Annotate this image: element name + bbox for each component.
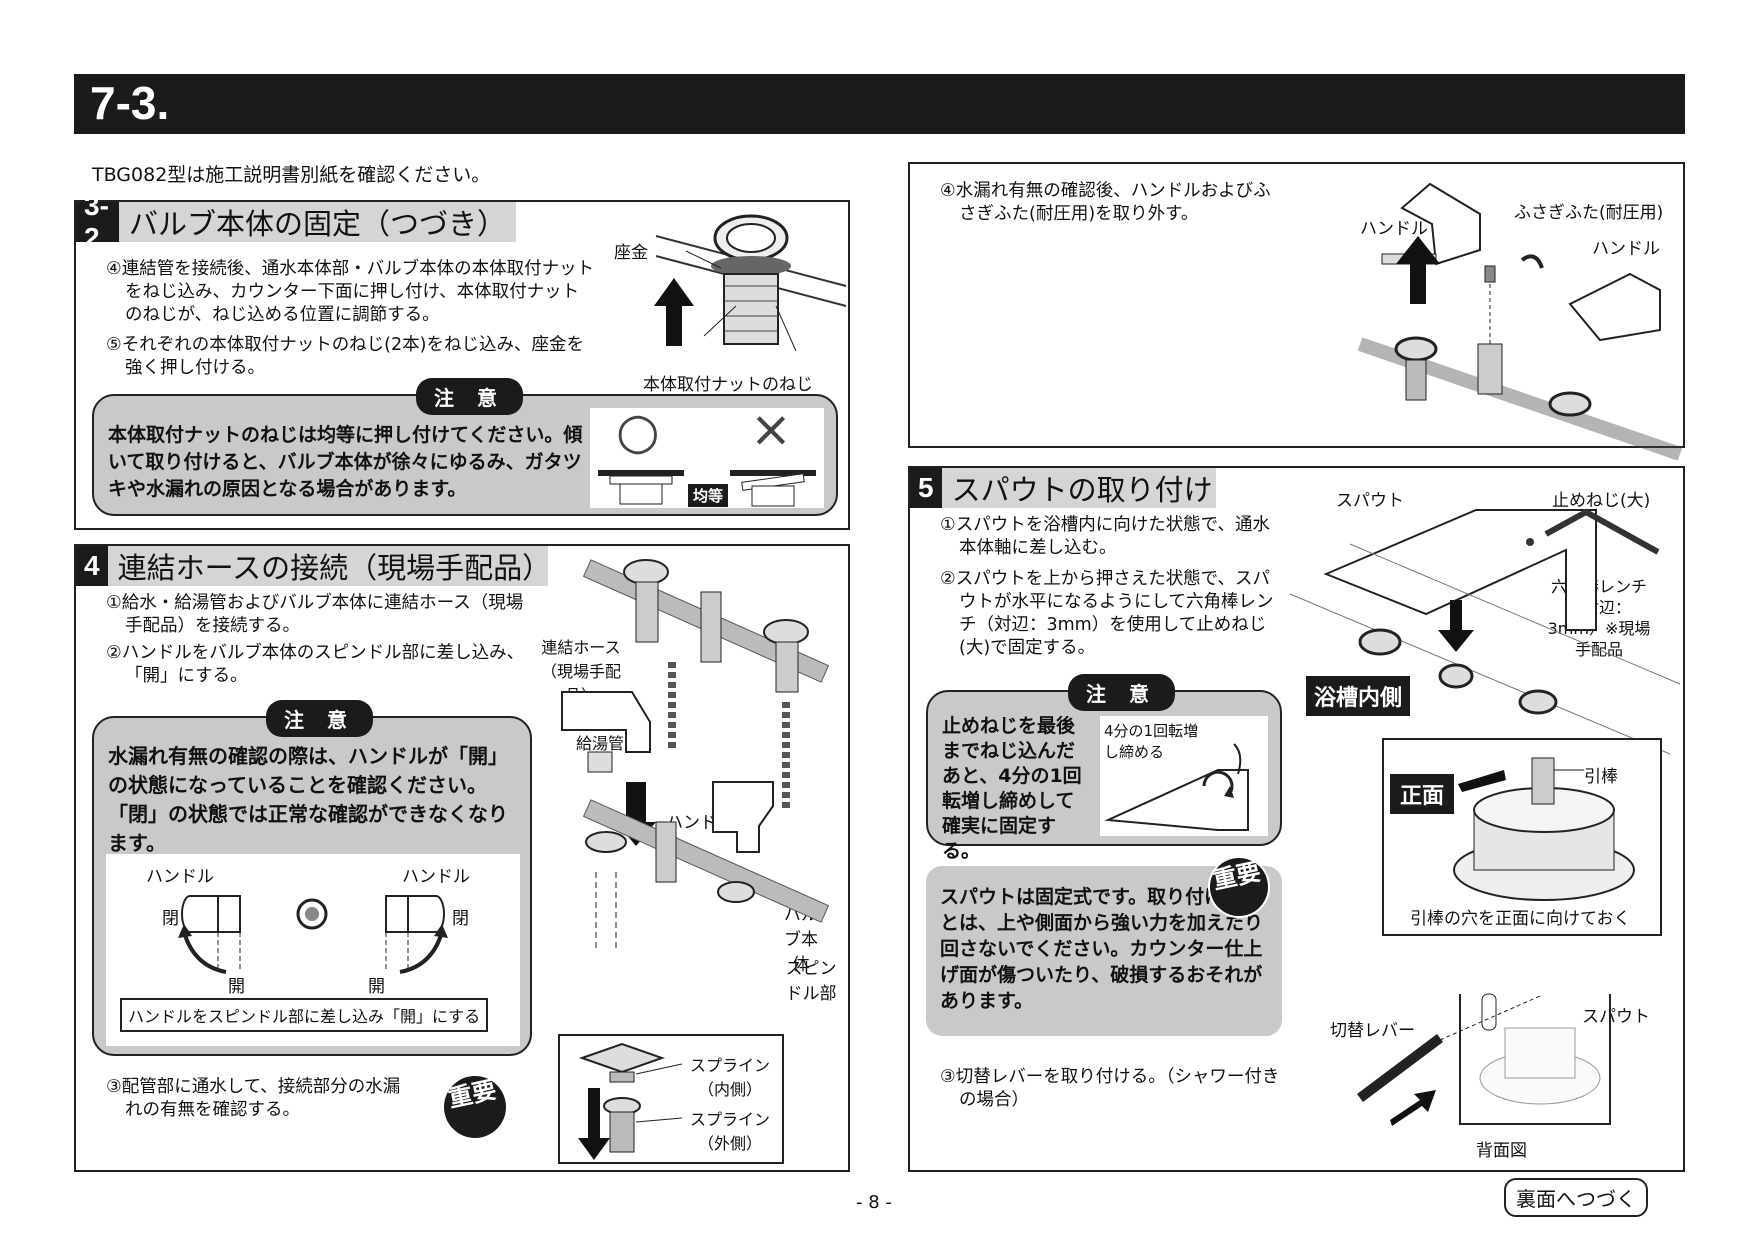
handle-label-1: ハンドル — [1360, 219, 1428, 239]
chapter-header-bar: 7-3. — [74, 74, 1685, 134]
caution-box-4: 注 意 水漏れ有無の確認の際は、ハンドルが「開」の状態になっていることを確認くだ… — [92, 700, 532, 1056]
section-title: 連結ホースの接続（現場手配品） — [117, 551, 552, 585]
lever-install-illustration — [1357, 993, 1611, 1126]
front-label: 正面 — [1390, 774, 1455, 814]
spline-outer-label: スプライン（外側） — [689, 1110, 770, 1153]
continue-badge: 裏面へつづく — [1504, 1178, 1648, 1217]
section-3-2-panel: 3-2 バルブ本体の固定（つづき） ④連結管を接続後、通水本体部・バルブ本体の本… — [74, 190, 850, 530]
handle-left-label: ハンドル — [146, 867, 214, 887]
step-4-text: ④連結管を接続後、通水本体部・バルブ本体の本体取付ナットをねじ込み、カウンター下… — [106, 259, 595, 325]
caution-box-3-2: 注 意 本体取付ナットのねじは均等に押し付けてください。傾いて取り付けると、バル… — [92, 378, 838, 516]
caution-tag: 注 意 — [266, 700, 373, 737]
open-left-label: 開 — [228, 977, 245, 997]
lever-label: 切替レバー — [1330, 1021, 1415, 1041]
spout-label: スパウト — [1336, 491, 1404, 511]
spindle-label: スピンドル部 — [785, 959, 837, 1004]
spline-illustration — [578, 1042, 683, 1160]
step-3-text: ③配管部に通水して、接続部分の水漏れの有無を確認する。 — [106, 1077, 401, 1120]
back-view-label: 背面図 — [1476, 1141, 1527, 1161]
quarter-turn-label: 4分の1回転増し締める — [1104, 722, 1199, 761]
quarter-turn-diagram: 4分の1回転増し締める — [1100, 716, 1268, 836]
cap-label: ふさぎふた(耐圧用) — [1514, 203, 1664, 223]
pull-rod-illustration — [1453, 757, 1635, 901]
section-5-header: 5 スパウトの取り付け — [910, 468, 1216, 508]
handle-right-label: ハンドル — [402, 867, 470, 887]
section-number: 5 — [910, 468, 942, 508]
insert-note: ハンドルをスピンドル部に差し込み「開」にする — [120, 998, 489, 1032]
handle-label-2: ハンドル — [1592, 239, 1660, 259]
spline-detail-box: スプライン（内側） スプライン（外側） — [558, 1034, 784, 1164]
spout-install-illustration — [1289, 508, 1681, 755]
hose-connection-illustration — [561, 559, 830, 952]
handle-rotation-illustration — [178, 895, 448, 974]
important-badge: 重要 — [438, 1070, 512, 1144]
washer-diagrams — [598, 470, 816, 507]
caution-tag: 注 意 — [1068, 674, 1175, 711]
tub-inner-label: 浴槽内側 — [1306, 676, 1411, 716]
caution-text: 水漏れ有無の確認の際は、ハンドルが「開」の状態になっていることを確認ください。「… — [108, 744, 508, 855]
pull-rod-note: 引棒の穴を正面に向けておく — [1410, 909, 1631, 929]
section-4-panel: 4 連結ホースの接続（現場手配品） ①給水・給湯管およびバルブ本体に連結ホース（… — [74, 544, 850, 1172]
step-2-text: ②スパウトを上から押さえた状態で、スパウトが水平になるようにして六角棒レンチ（対… — [940, 569, 1274, 658]
handle-open-diagram: ハンドル ハンドル 閉 閉 開 開 ハンドルをスピンドル部に差し込み「開」にする — [106, 854, 520, 1046]
spline-inner-label: スプライン（内側） — [689, 1056, 770, 1099]
bad-mark-icon: × — [750, 400, 792, 458]
caution-text: 止めねじを最後までねじ込んだあと、4分の1回転増し締めして確実に固定する。 — [942, 715, 1082, 862]
spout-back-label: スパウト — [1582, 1007, 1650, 1027]
nut-thread-label: 本体取付ナットのねじ — [643, 375, 813, 395]
section-5-panel: 5 スパウトの取り付け ①スパウトを浴槽内に向けた状態で、通水本体軸に差し込む。… — [908, 466, 1685, 1172]
intro-note: TBG082型は施工説明書別紙を確認ください。 — [92, 164, 491, 186]
closed-left-label: 閉 — [162, 909, 179, 929]
step-3-text: ③切替レバーを取り付ける。（シャワー付きの場合） — [940, 1067, 1280, 1110]
important-text: スパウトは固定式です。取り付けたあとは、上や側面から強い力を加えたり回さないでく… — [940, 886, 1264, 1012]
pull-rod-detail-box: 正面 引棒 引棒の穴を正面に向けておく — [1382, 738, 1662, 936]
caution-box-5: 注 意 止めねじを最後までねじ込んだあと、4分の1回転増し締めして確実に固定する… — [926, 674, 1282, 862]
even-label: 均等 — [688, 484, 729, 507]
set-screw-label: 止めねじ(大) — [1552, 491, 1651, 511]
washer-even-diagram: ○ × 均等 — [590, 400, 824, 508]
section-4-step4-panel: ④水漏れ有無の確認後、ハンドルおよびふさぎふた(耐圧用)を取り外す。 ハンドル … — [908, 162, 1685, 461]
step-5-text: ⑤それぞれの本体取付ナットのねじ(2本)をねじ込み、座金を強く押し付ける。 — [106, 335, 584, 378]
quarter-turn-illustration — [1104, 743, 1249, 831]
open-right-label: 開 — [368, 977, 385, 997]
page-number: - 8 - — [856, 1192, 892, 1213]
step-4-text: ④水漏れ有無の確認後、ハンドルおよびふさぎふた(耐圧用)を取り外す。 — [940, 181, 1271, 224]
section-title: スパウトの取り付け — [951, 473, 1213, 507]
handle-removal-illustration — [1357, 182, 1683, 461]
step-1-text: ①給水・給湯管およびバルブ本体に連結ホース（現場手配品）を接続する。 — [106, 593, 524, 636]
good-mark-icon: ○ — [616, 402, 660, 460]
section-title: バルブ本体の固定（つづき） — [128, 207, 506, 241]
important-box-5: スパウトは固定式です。取り付けたあとは、上や側面から強い力を加えたり回さないでく… — [926, 850, 1282, 1036]
pull-rod-label: 引棒 — [1584, 767, 1618, 787]
section-number: 4 — [76, 546, 108, 586]
step-1-text: ①スパウトを浴槽内に向けた状態で、通水本体軸に差し込む。 — [940, 515, 1270, 558]
caution-text: 本体取付ナットのねじは均等に押し付けてください。傾いて取り付けると、バルブ本体が… — [108, 424, 583, 500]
valve-illustration — [654, 214, 847, 352]
step-2-text: ②ハンドルをバルブ本体のスピンドル部に差し込み、「開」にする。 — [106, 643, 525, 686]
hose-label: 連結ホース（現場手配品） — [540, 638, 621, 705]
section-4-header: 4 連結ホースの接続（現場手配品） — [76, 546, 551, 586]
chapter-number: 7-3. — [90, 77, 170, 129]
section-number: 3-2 — [76, 190, 119, 253]
washer-label: 座金 — [614, 243, 648, 263]
caution-tag: 注 意 — [416, 378, 523, 415]
closed-right-label: 閉 — [452, 909, 469, 929]
section-3-2-header: 3-2 バルブ本体の固定（つづき） — [76, 190, 516, 253]
